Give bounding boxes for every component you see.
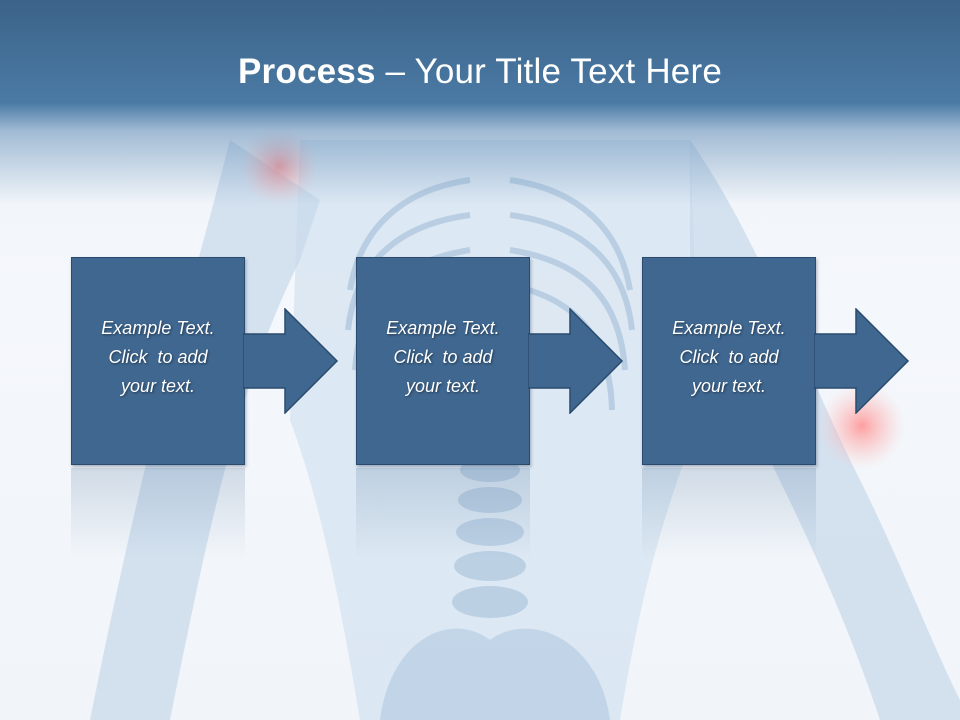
step-1-reflection	[71, 468, 245, 558]
step-2-line-3: your text.	[405, 376, 481, 396]
step-2-box[interactable]: Example Text. Click to add your text.	[356, 257, 530, 465]
title-bold: Process	[238, 52, 376, 91]
step-1-line-1: Example Text.	[101, 318, 215, 338]
step-3-text[interactable]: Example Text. Click to add your text.	[643, 314, 815, 401]
step-1-line-2: Click to add	[108, 347, 208, 367]
step-2-line-2: Click to add	[393, 347, 493, 367]
step-3-reflection	[642, 468, 816, 558]
title-band	[0, 0, 960, 205]
step-2-reflection	[356, 468, 530, 558]
right-arrow-icon	[528, 308, 624, 414]
step-1-box[interactable]: Example Text. Click to add your text.	[71, 257, 245, 465]
step-3-line-3: your text.	[691, 376, 767, 396]
slide-title[interactable]: Process – Your Title Text Here	[0, 52, 960, 92]
step-3-line-1: Example Text.	[672, 318, 786, 338]
step-3-box[interactable]: Example Text. Click to add your text.	[642, 257, 816, 465]
right-arrow-icon	[243, 308, 339, 414]
step-2-line-1: Example Text.	[386, 318, 500, 338]
step-1-text[interactable]: Example Text. Click to add your text.	[72, 314, 244, 401]
step-1-line-3: your text.	[120, 376, 196, 396]
title-rest: – Your Title Text Here	[375, 52, 722, 91]
step-3-line-2: Click to add	[679, 347, 779, 367]
step-2-text[interactable]: Example Text. Click to add your text.	[357, 314, 529, 401]
right-arrow-icon	[814, 308, 910, 414]
